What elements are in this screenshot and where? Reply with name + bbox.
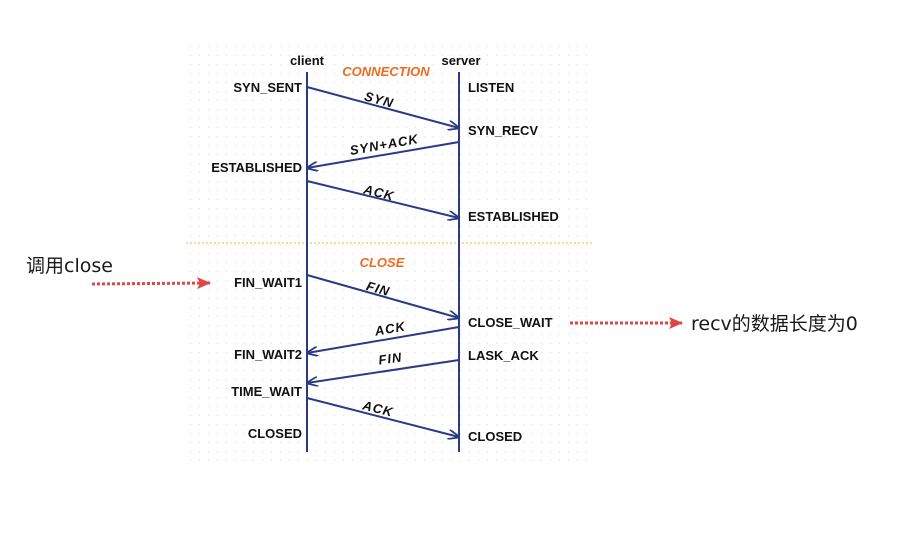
ack-arrow-final [306,397,459,437]
syn-ack-arrow [307,141,460,168]
fin-label-client: FIN [365,278,392,299]
server-state-established: ESTABLISHED [468,209,559,224]
ack-arrow-server [307,326,460,353]
server-state-closed: CLOSED [468,429,522,444]
left-annotation: 调用close [26,255,113,277]
client-state-established: ESTABLISHED [211,160,302,175]
ack-label-server: ACK [373,318,408,338]
server-state-close-wait: CLOSE_WAIT [468,315,553,330]
dotted-grid-background [186,42,592,464]
server-state-lask-ack: LASK_ACK [468,348,539,363]
client-header: client [290,53,325,68]
fin-label-server: FIN [377,349,403,367]
client-state-closed: CLOSED [248,426,302,441]
connection-section-label: CONNECTION [342,64,430,79]
client-state-time-wait: TIME_WAIT [231,384,302,399]
client-state-syn-sent: SYN_SENT [233,80,302,95]
syn-label: SYN [363,89,396,111]
close-section-label: CLOSE [360,255,405,270]
server-header: server [441,53,480,68]
client-state-fin-wait1: FIN_WAIT1 [234,275,302,290]
client-state-fin-wait2: FIN_WAIT2 [234,347,302,362]
ack-arrow-handshake [306,180,459,218]
right-annotation: recv的数据长度为0 [691,313,858,335]
server-state-listen: LISTEN [468,80,514,95]
fin-arrow-client [306,274,459,318]
left-annotation-arrow [91,277,211,290]
server-state-syn-recv: SYN_RECV [468,123,538,138]
fin-arrow-server [307,359,460,383]
syn-arrow [306,86,459,128]
